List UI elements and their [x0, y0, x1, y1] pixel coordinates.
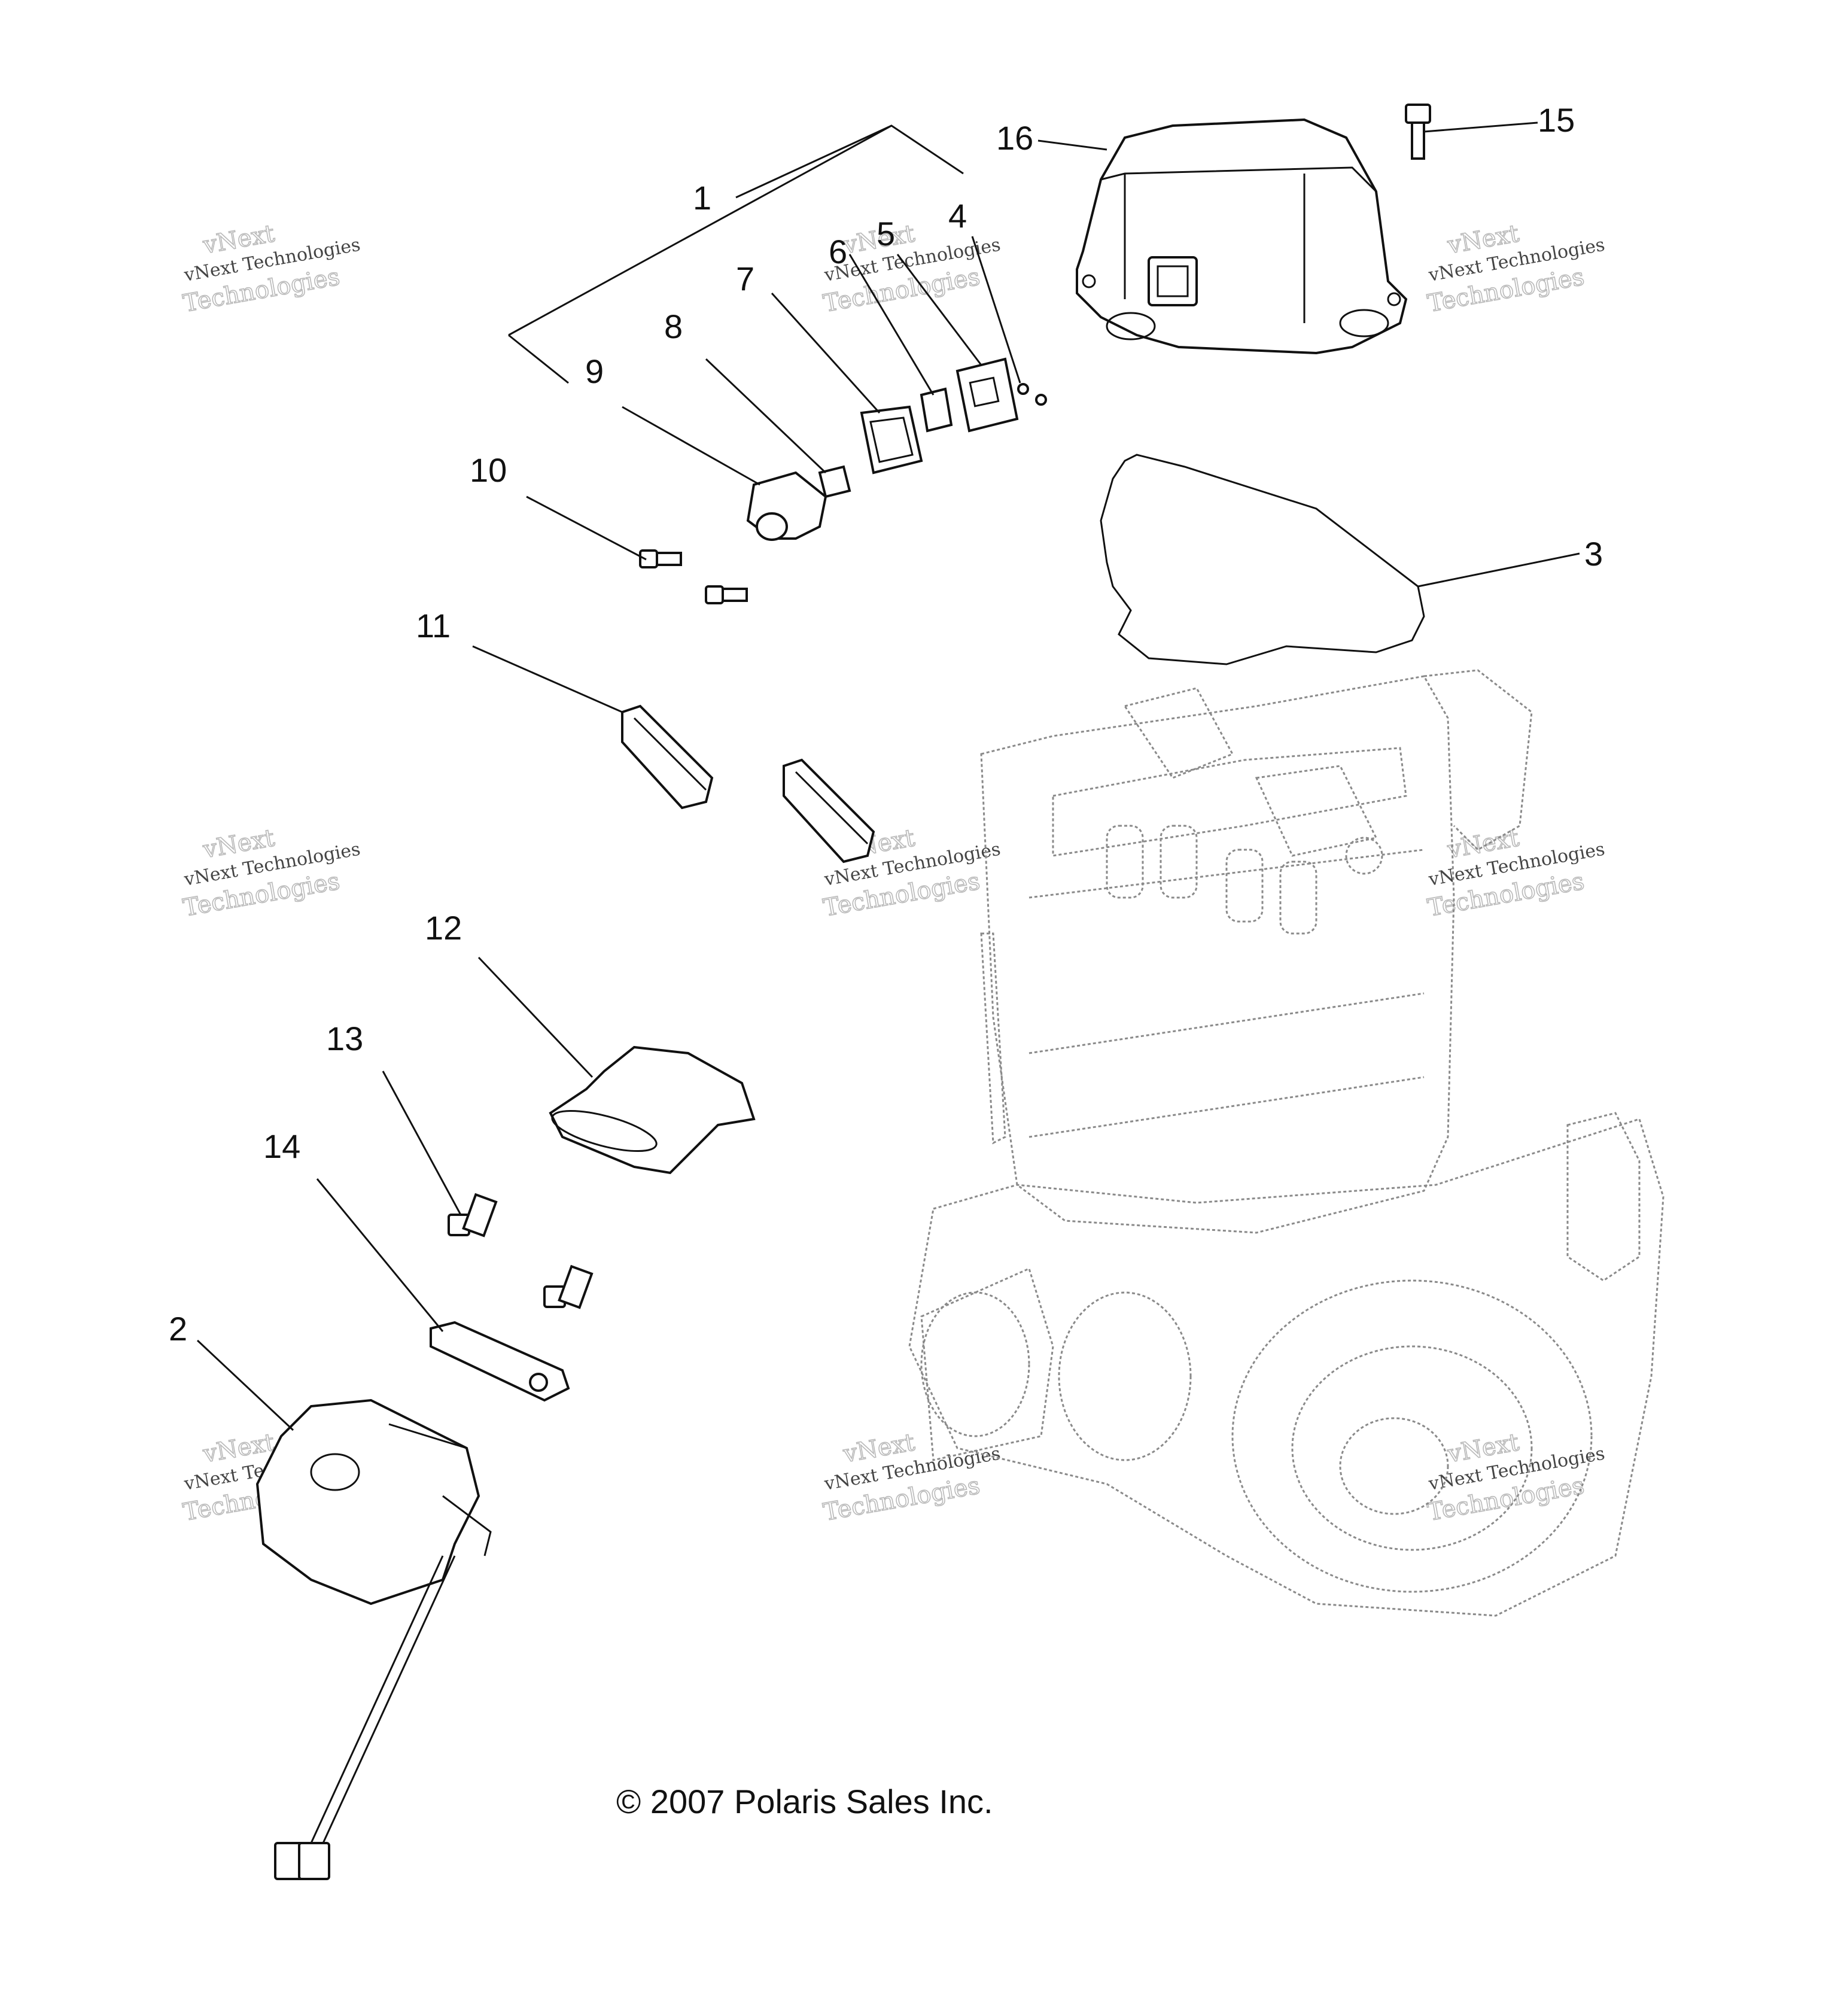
callout-3: 3 — [1584, 535, 1603, 573]
callout-6: 6 — [829, 233, 847, 270]
copyright-notice: © 2007 Polaris Sales Inc. — [616, 1783, 993, 1820]
bolt — [448, 1193, 498, 1237]
callout-2: 2 — [169, 1310, 187, 1348]
watermark: vNext vNext Technologies Technologies — [181, 220, 362, 318]
bolt — [1405, 104, 1431, 160]
callout-10: 10 — [470, 451, 507, 489]
clamp — [430, 1321, 570, 1402]
watermark-layer: vNext vNext Technologies Technologies vN… — [181, 220, 1606, 1527]
callout-15: 15 — [1538, 101, 1575, 139]
callout-1: 1 — [693, 179, 711, 217]
bolt — [543, 1264, 594, 1309]
throttle-body — [255, 1398, 492, 1880]
callout-12: 12 — [425, 909, 462, 947]
watermark: vNext vNext Technologies Technologies — [821, 1428, 1002, 1527]
cover-port — [1148, 256, 1198, 306]
callout-8: 8 — [664, 308, 683, 345]
callout-labels: 1 2 3 4 5 6 7 8 9 10 11 12 13 14 15 16 — [169, 101, 1603, 1348]
callout-16: 16 — [996, 119, 1033, 157]
callout-7: 7 — [736, 260, 754, 297]
spark-plug — [783, 758, 875, 863]
watermark: vNext vNext Technologies Technologies — [1425, 220, 1606, 318]
callout-9: 9 — [585, 352, 604, 390]
engine-assembly-ghost — [908, 669, 1664, 1617]
callout-13: 13 — [326, 1020, 363, 1057]
watermark: vNext vNext Technologies Technologies — [1425, 1428, 1606, 1527]
watermark: vNext vNext Technologies Technologies — [181, 824, 362, 923]
callout-4: 4 — [948, 197, 967, 235]
pressure-sensor-parts — [639, 357, 1047, 604]
valve-cover — [1076, 118, 1408, 355]
spark-plug — [621, 704, 714, 810]
leader-lines — [196, 121, 1580, 1431]
watermark: vNext vNext Technologies Technologies — [1425, 824, 1606, 923]
intake-boot — [549, 1045, 756, 1175]
callout-14: 14 — [263, 1127, 300, 1165]
callout-11: 11 — [416, 607, 451, 644]
valve-cover-gasket — [1100, 454, 1425, 665]
callout-5: 5 — [877, 215, 895, 253]
